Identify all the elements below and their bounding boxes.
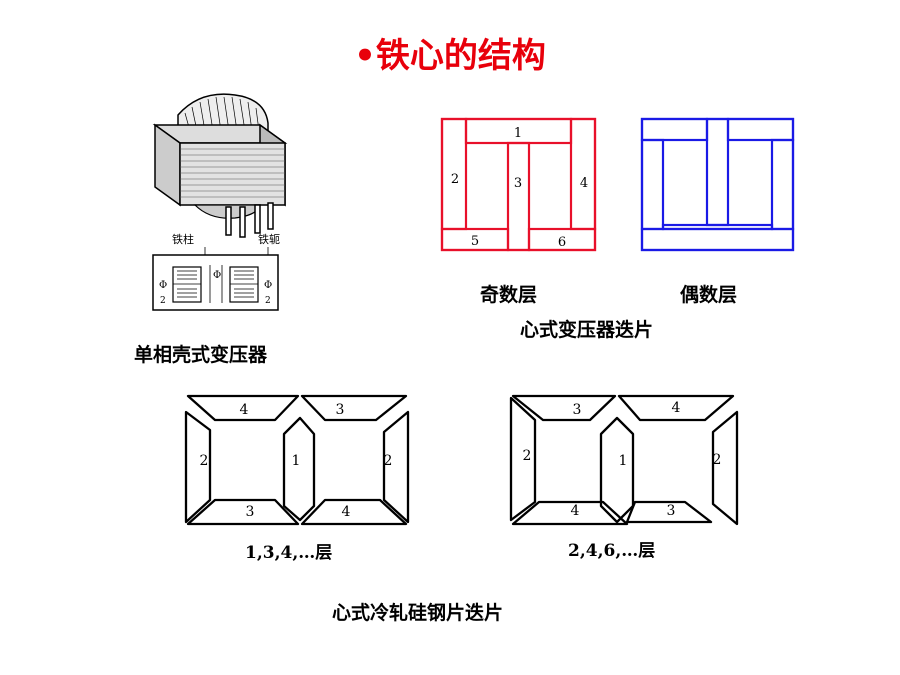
right-piece-left: 2 xyxy=(523,448,532,464)
odd-piece-6: 6 xyxy=(558,235,566,250)
right-piece-bottom-left: 4 xyxy=(571,503,580,519)
odd-piece-5: 5 xyxy=(471,234,479,249)
core-lamination-caption: 心式变压器迭片 xyxy=(520,319,654,341)
odd-piece-2: 2 xyxy=(451,172,459,187)
right-layers-caption: 2,4,6,…层 xyxy=(568,541,656,561)
cold-rolled-left-diagram: 4 3 2 1 2 3 4 xyxy=(184,394,410,526)
cold-rolled-caption: 心式冷轧硅钢片迭片 xyxy=(332,602,504,624)
page-title: •铁心的结构 xyxy=(354,36,546,76)
label-core: 铁柱 xyxy=(172,232,194,246)
left-piece-bottom-left: 3 xyxy=(246,504,255,520)
left-piece-top-right: 3 xyxy=(336,402,345,418)
left-layers-caption: 1,3,4,…层 xyxy=(245,543,333,563)
half-right: 2 xyxy=(265,296,271,306)
right-piece-center: 1 xyxy=(619,453,628,469)
phi-left: Φ xyxy=(159,280,167,291)
shell-caption: 单相壳式变压器 xyxy=(134,344,268,366)
odd-piece-1: 1 xyxy=(514,126,522,141)
left-piece-right: 2 xyxy=(384,453,393,469)
right-piece-top-left: 3 xyxy=(573,402,582,418)
cold-rolled-right-diagram: 3 4 2 1 2 4 3 xyxy=(509,394,739,526)
right-piece-right: 2 xyxy=(713,452,722,468)
label-yoke: 铁轭 xyxy=(258,232,280,246)
odd-layer-diagram: 1 2 3 4 5 6 xyxy=(440,117,597,252)
even-layer-diagram xyxy=(640,117,795,252)
left-piece-bottom-right: 4 xyxy=(342,504,351,520)
half-left: 2 xyxy=(160,296,166,306)
odd-piece-4: 4 xyxy=(580,176,588,191)
even-layer-label: 偶数层 xyxy=(680,284,738,306)
odd-layer-label: 奇数层 xyxy=(480,284,538,306)
right-piece-bottom-right: 3 xyxy=(667,503,676,519)
left-piece-top-left: 4 xyxy=(240,402,249,418)
left-piece-left: 2 xyxy=(200,453,209,469)
left-piece-center: 1 xyxy=(292,453,301,469)
right-piece-top-right: 4 xyxy=(672,400,681,416)
phi-right: Φ xyxy=(264,280,272,291)
phi-center: Φ xyxy=(213,270,221,281)
shell-transformer-illustration: 铁柱 铁轭 Φ 2 Φ Φ 2 xyxy=(152,93,288,311)
odd-piece-3: 3 xyxy=(514,176,522,191)
